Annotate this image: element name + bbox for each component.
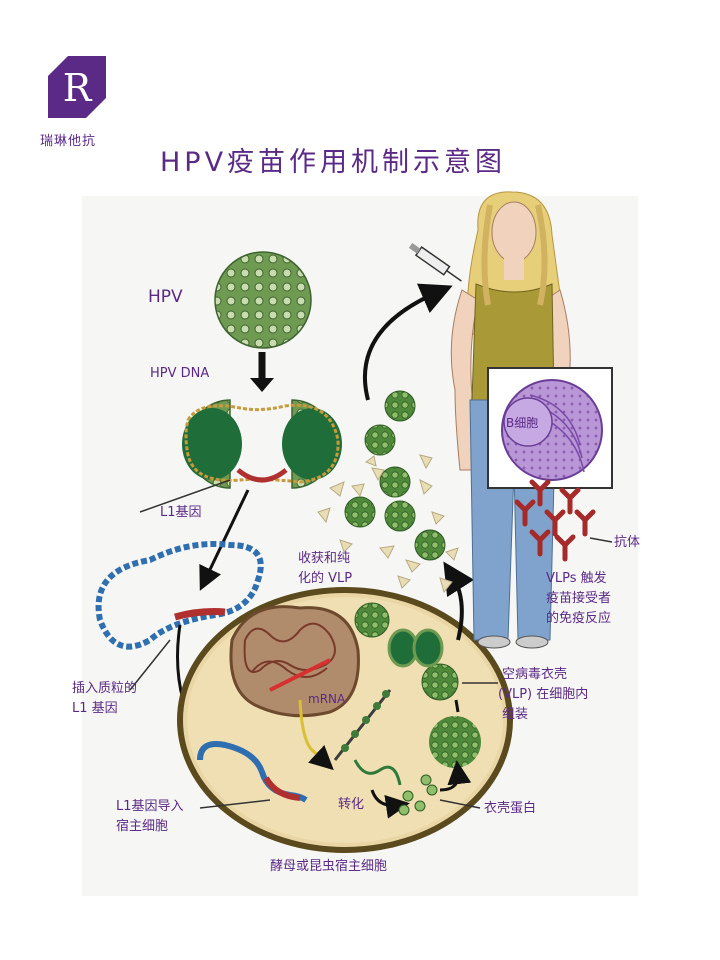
syringe-icon [408,242,462,282]
antibodies [514,479,596,562]
arrow-head-1 [250,378,274,392]
import-pointer [199,799,271,809]
harvested-vlps [344,390,446,561]
arrow-to-vaccination [362,283,453,401]
plasmid [95,541,264,650]
brand-logo: R [48,56,106,118]
label-response-1: VLPs 触发 [546,571,607,586]
label-response-2: 疫苗接受者 [546,591,612,606]
assembling-vlp [429,716,481,768]
svg-text:R: R [63,66,93,110]
l1-gene-pointer [139,479,231,513]
arrow-dna-to-plasmid [199,489,250,591]
label-import-2: 宿主细胞 [116,819,169,834]
antibody-pointer [589,537,613,543]
hpv-virion [214,251,312,349]
vlp-inside-cell [421,663,459,701]
label-import-1: L1基因导入 [116,799,184,814]
label-capsid-protein: 衣壳蛋白 [484,801,537,816]
capsid-pointer [439,799,481,809]
mrna-strand [298,699,334,771]
label-harvest-2: 化的 VLP [298,571,353,586]
label-hpv: HPV [148,287,183,307]
label-l1-gene: L1基因 [160,505,202,520]
page-title: HPV疫苗作用机制示意图 [160,147,507,178]
label-vlp-assembly-3: 组装 [502,707,529,722]
label-hpv-dna: HPV DNA [150,366,210,381]
label-harvest-1: 收获和纯 [298,551,351,566]
label-translation: 转化 [338,797,365,812]
open-vlp-inside-cell [387,628,444,668]
label-vlp-assembly-1: 空病毒衣壳 [502,667,568,682]
free-capsid-proteins [398,774,438,816]
nucleus [229,605,360,718]
label-vlp-assembly-2: (VLP) 在细胞内 [498,687,589,702]
ribosomes [341,690,390,752]
label-antibody: 抗体 [614,535,641,550]
brand-name: 瑞琳他抗 [40,134,97,149]
label-plasmid-1: 插入质粒的 [72,681,138,696]
label-response-3: 的免疫反应 [546,611,612,626]
label-b-cell: B细胞 [506,416,539,430]
vlp-inside-cell-2 [354,602,390,638]
label-plasmid-2: L1 基因 [72,701,118,716]
opened-virion [182,399,342,489]
label-host-cell: 酵母或昆虫宿主细胞 [270,859,388,874]
b-cell-nucleus [503,397,553,447]
plasmid-pointer [129,639,171,691]
arrow-cell-to-harvest [443,561,475,641]
cell-debris [317,454,459,594]
logo-icon: R [48,56,106,118]
label-mrna: mRNA [308,692,346,706]
